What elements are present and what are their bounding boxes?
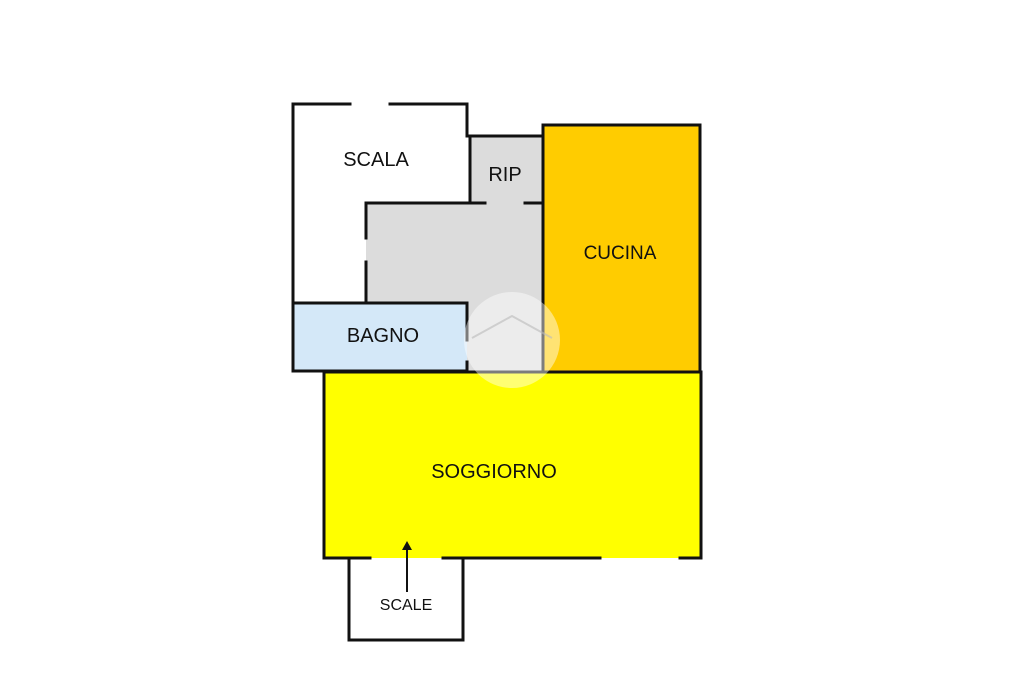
label-scala: SCALA xyxy=(343,149,409,171)
watermark-logo xyxy=(464,292,560,388)
watermark-house-icon xyxy=(471,314,553,339)
room-cucina xyxy=(543,125,700,372)
label-bagno: BAGNO xyxy=(347,325,419,347)
label-rip: RIP xyxy=(488,164,521,186)
label-cucina: CUCINA xyxy=(584,243,657,264)
walls xyxy=(291,102,703,642)
label-soggiorno: SOGGIORNO xyxy=(431,461,557,483)
room-rip xyxy=(470,136,543,203)
room-soggiorno xyxy=(324,372,701,558)
arrow-head-icon xyxy=(402,541,412,550)
room-bagno xyxy=(293,303,467,371)
label-scale: SCALE xyxy=(380,597,432,614)
room-scala xyxy=(293,104,467,303)
